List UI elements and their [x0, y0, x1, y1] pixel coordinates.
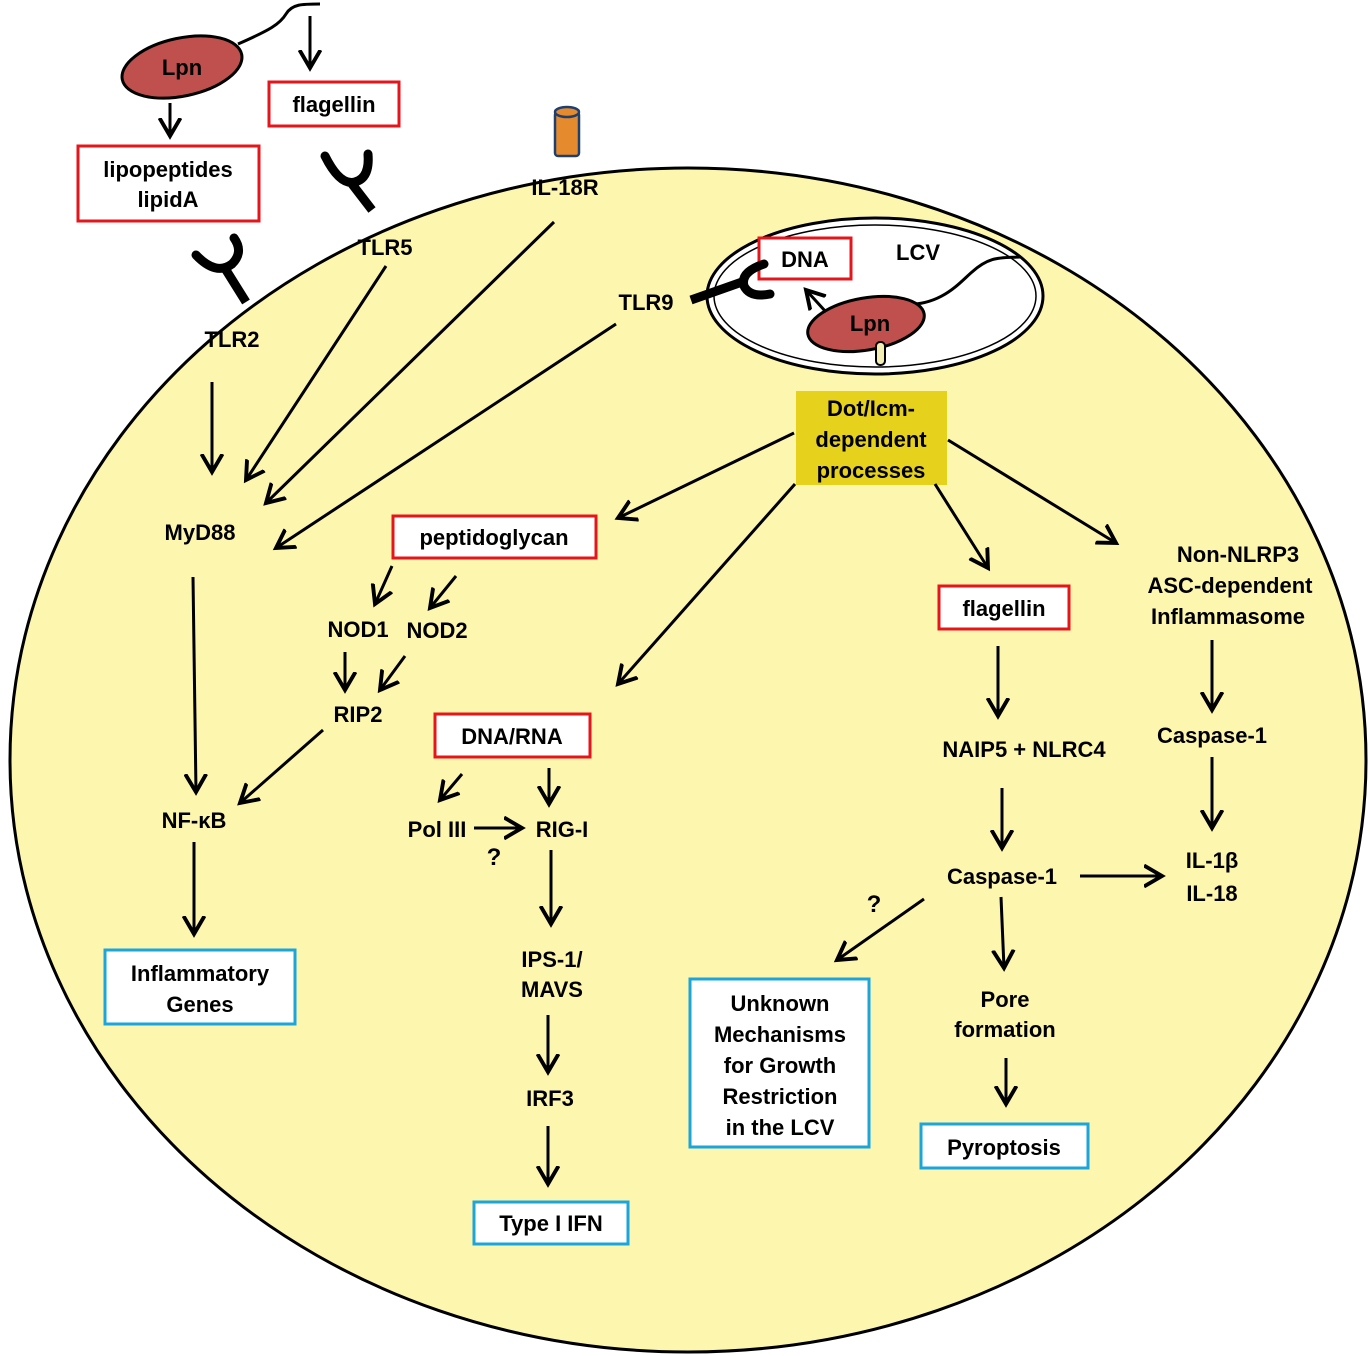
dot-icm-line-2: dependent [815, 427, 927, 452]
irf3-label: IRF3 [526, 1086, 574, 1111]
non-nlrp3-line-1: Non-NLRP3 [1177, 542, 1299, 567]
arrow-tlr5-myd88 [246, 265, 388, 480]
il18r-receptor-icon [553, 105, 581, 158]
arrow-myd88-nfkb [193, 576, 196, 792]
arrow-caspase-unknown [837, 897, 925, 960]
arrow-rip2-nfkb [240, 728, 324, 803]
lipopeptides-label: lipopeptides [103, 157, 233, 182]
arrow-nod2-rip2 [380, 655, 407, 690]
dot-icm-line-3: processes [817, 458, 926, 483]
bacterium [120, 34, 244, 100]
arrow-dotcm-nonnlrp3 [947, 438, 1116, 543]
il18r-label: IL-18R [531, 175, 598, 200]
caspase-1-b-label: Caspase-1 [1157, 723, 1267, 748]
unknown-line-3: for Growth [724, 1053, 836, 1078]
lcv-bacterium [806, 294, 926, 354]
arrow-dotcm-dnarna [618, 483, 797, 684]
arrow-dnarna-pol3 [440, 773, 464, 800]
pyroptosis-box [919, 1122, 1090, 1170]
lcv-bacterium-label: Lpn [850, 311, 890, 336]
tlr5-receptor-icon [320, 149, 376, 213]
dot-icm-line-1: Dot/Icm- [827, 396, 915, 421]
inflammatory-genes-box [103, 948, 297, 1026]
dot-icm-secretion-apparatus [875, 341, 886, 366]
pol3-label: Pol III [408, 817, 467, 842]
pore-label: Pore [981, 987, 1030, 1012]
flagellin-ext-label: flagellin [292, 92, 375, 117]
arrow-pgn-nod2 [430, 575, 458, 608]
unknown-line-1: Unknown [731, 991, 830, 1016]
rip2-label: RIP2 [334, 702, 383, 727]
arrow-dotcm-pgn [618, 431, 795, 518]
non-nlrp3-line-3: Inflammasome [1151, 604, 1305, 629]
formation-label: formation [954, 1017, 1055, 1042]
type-i-ifn-label: Type I IFN [499, 1211, 603, 1236]
host-cell [8, 166, 1368, 1354]
mavs-label: MAVS [521, 977, 583, 1002]
inflammatory-genes-line-1: Inflammatory [131, 961, 270, 986]
flagellin-ext-box [267, 80, 401, 128]
unknown-mechanisms-box [688, 977, 871, 1149]
lcv-bacterium-flagellum [899, 255, 1021, 306]
arrow-dotcm-flagellin [933, 483, 988, 568]
arrow-lpn-to-dna [806, 290, 828, 314]
nfkb-label: NF-κB [162, 808, 227, 833]
inflammatory-genes-line-2: Genes [166, 992, 233, 1017]
tlr9-label: TLR9 [619, 290, 674, 315]
question-mark-caspase: ? [867, 891, 882, 918]
rigi-label: RIG-I [536, 817, 589, 842]
pathway-arrows [170, 16, 1212, 1184]
unknown-line-5: in the LCV [726, 1115, 835, 1140]
unknown-line-2: Mechanisms [714, 1022, 846, 1047]
il1b-label: IL-1β [1186, 848, 1239, 873]
myd88-label: MyD88 [165, 520, 236, 545]
il18-label: IL-18 [1186, 881, 1237, 906]
flagellin-int-label: flagellin [962, 596, 1045, 621]
dna-rna-label: DNA/RNA [461, 724, 563, 749]
non-nlrp3-line-2: ASC-dependent [1148, 573, 1314, 598]
tlr5-label: TLR5 [358, 235, 413, 260]
tlr2-receptor-icon [191, 233, 250, 305]
peptidoglycan-label: peptidoglycan [419, 525, 568, 550]
arrow-il18r-myd88 [266, 220, 556, 503]
type-i-ifn-box [472, 1200, 630, 1246]
caspase-1-label: Caspase-1 [947, 864, 1057, 889]
peptidoglycan-box [391, 514, 598, 560]
arrow-caspase-pore [1001, 896, 1004, 968]
dot-icm-box [796, 391, 947, 485]
ips1-label: IPS-1/ [521, 947, 582, 972]
lipopeptides-box [76, 144, 261, 223]
naip5-nlrc4-label: NAIP5 + NLRC4 [942, 737, 1106, 762]
nod2-label: NOD2 [406, 618, 467, 643]
unknown-line-4: Restriction [723, 1084, 838, 1109]
bacterium-flagellum [237, 2, 321, 46]
arrow-pgn-nod1 [375, 565, 394, 604]
lcv-dna-box [757, 236, 853, 281]
lcv-label: LCV [896, 240, 940, 265]
lcv-dna-label: DNA [781, 247, 829, 272]
pyroptosis-label: Pyroptosis [947, 1135, 1061, 1160]
nod1-label: NOD1 [327, 617, 388, 642]
tlr2-label: TLR2 [205, 327, 260, 352]
question-mark-pol3: ? [487, 844, 502, 871]
lipida-label: lipidA [137, 187, 198, 212]
dna-rna-box [433, 712, 592, 759]
arrow-tlr9-myd88 [276, 322, 617, 548]
bacterium-label: Lpn [162, 55, 202, 80]
tlr9-receptor-icon [689, 259, 775, 305]
flagellin-int-box [937, 584, 1071, 631]
